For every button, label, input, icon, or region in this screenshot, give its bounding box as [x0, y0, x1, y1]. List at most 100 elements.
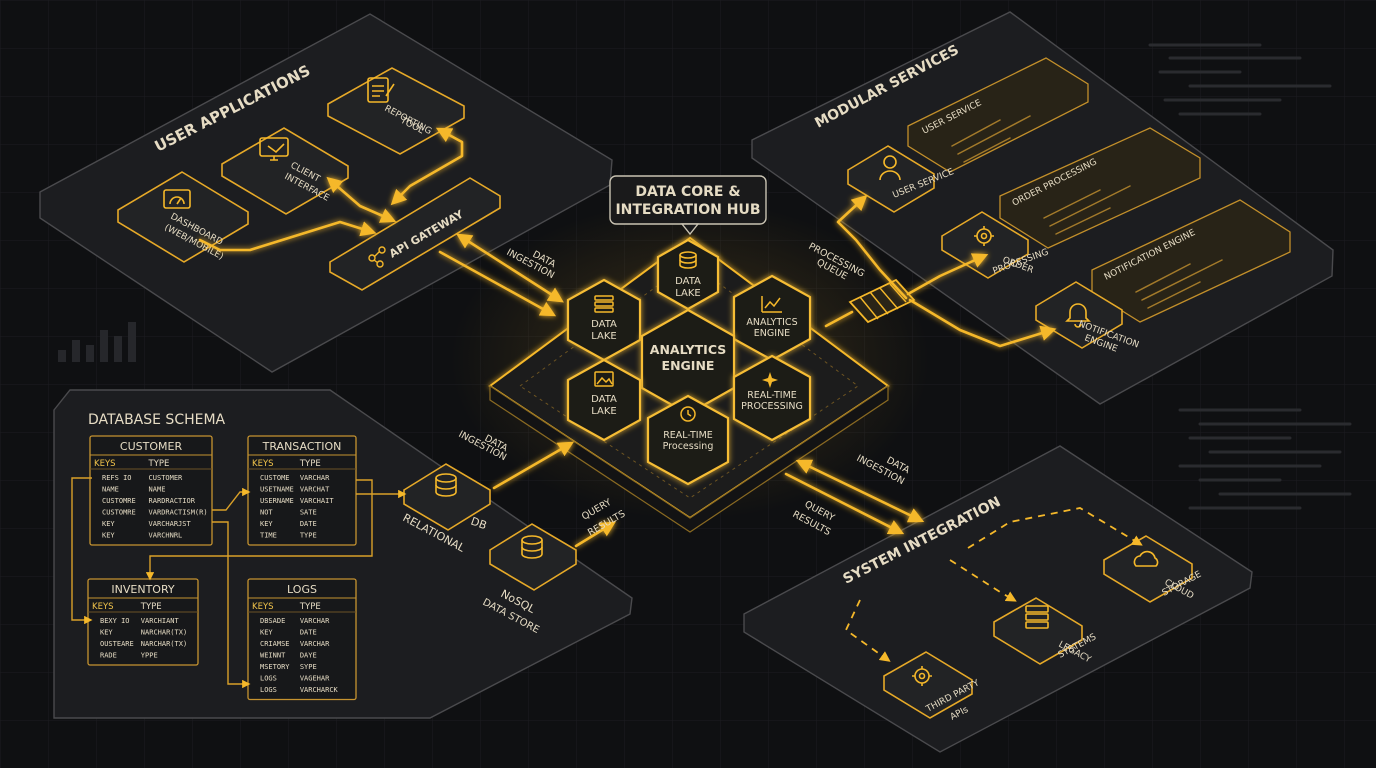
server-icon [1025, 605, 1049, 629]
code-lines-3 [1135, 259, 1223, 309]
table-cell-type: DATE [300, 629, 317, 637]
code-card-user-service [907, 57, 1089, 173]
table-cell-key: CUSTOME [260, 474, 290, 482]
table-cell-type: VARDRACTISM(R) [149, 509, 208, 517]
hex-upper-right-line1: ANALYTICS [746, 317, 797, 328]
hex-data-lake-lower-left[interactable] [566, 358, 642, 442]
nosql-db-node[interactable] [489, 523, 577, 591]
bell-icon [1065, 303, 1091, 328]
notification-engine-node[interactable] [1035, 281, 1123, 349]
hex-upper-right-line2: ENGINE [754, 328, 790, 339]
hex-upper-left-line1: DATA [591, 319, 617, 330]
table-cell-key: REFS IO [102, 474, 132, 482]
database-schema-title: DATABASE SCHEMA [88, 412, 226, 428]
table-cell-key: TIME [260, 532, 277, 540]
table-cell-key: USERNAME [260, 497, 294, 505]
timer-icon [680, 406, 696, 422]
table-cell-key: NAME [102, 486, 119, 494]
table-cell-type: YPPE [141, 652, 158, 660]
table-cell-type: VARCHARJST [149, 520, 192, 528]
code-lines-1 [951, 115, 1031, 163]
hex-upper-left-line2: LAKE [591, 331, 617, 342]
legacy-systems-node[interactable] [993, 597, 1083, 665]
table-col-type: TYPE [140, 602, 162, 612]
table-cell-type: NAME [149, 486, 166, 494]
third-party-apis-node[interactable] [883, 651, 973, 719]
core-title-callout: DATA CORE & INTEGRATION HUB [609, 175, 767, 236]
background-code-decoration [1148, 43, 1352, 510]
cloud-storage-node[interactable] [1103, 535, 1193, 603]
table-cell-key: RADE [100, 652, 117, 660]
dashboard-icon [163, 189, 191, 209]
sparkle-icon [762, 372, 778, 388]
code-lines-2 [1043, 185, 1131, 235]
stack-icon [594, 295, 614, 313]
user-service-node[interactable] [847, 145, 935, 213]
table-cell-type: RARDRACTIOR [149, 497, 196, 505]
image-icon [594, 371, 614, 387]
table-title: INVENTORY [111, 583, 174, 596]
table-cell-key: CUSTOMRE [102, 509, 136, 517]
chart-icon [761, 296, 782, 313]
table-cell-type: NARCHAR(TX) [141, 640, 187, 648]
table-cell-type: VARCHARCK [300, 686, 339, 694]
table-cell-key: DBSADE [260, 617, 285, 625]
relational-db-label: DB [469, 515, 489, 533]
table-cell-key: KEY [102, 520, 115, 528]
table-col-type: TYPE [148, 459, 170, 469]
flow-lines [198, 127, 1057, 548]
table-cell-type: VARCHAT [300, 486, 330, 494]
database-icon [435, 473, 457, 497]
gear-icon [912, 666, 932, 686]
table-cell-type: SATE [300, 509, 317, 517]
hex-center-line2: ENGINE [662, 358, 715, 373]
background-bar-decoration [58, 322, 136, 362]
table-title: LOGS [287, 583, 317, 596]
table-col-keys: KEYS [252, 459, 274, 469]
hex-real-time-processing-bottom[interactable] [646, 394, 730, 486]
table-cell-type: CUSTOMER [149, 474, 184, 482]
hex-lower-right-line1: REAL-TIME [747, 390, 797, 401]
table-cell-key: OUSTEARE [100, 640, 134, 648]
system-integration-panel [743, 445, 1253, 753]
core-title-line1: DATA CORE & [635, 184, 740, 200]
dashboard-node[interactable] [117, 171, 249, 263]
table-cell-type: VARCHAR [300, 474, 330, 482]
relational-db-node[interactable] [403, 463, 491, 531]
table-cell-key: WEINNT [260, 652, 286, 660]
report-icon [367, 77, 395, 103]
core-title-line2: INTEGRATION HUB [615, 202, 760, 218]
hex-top-line1: DATA [675, 276, 701, 287]
table-cell-type: DAYE [300, 652, 317, 660]
table-col-keys: KEYS [252, 602, 274, 612]
hex-lower-right-line2: PROCESSING [741, 401, 803, 412]
table-cell-key: CRIAMSE [260, 640, 290, 648]
table-cell-key: KEY [100, 629, 113, 637]
table-cell-type: VARCHNRL [149, 532, 183, 540]
core-platform-edge [489, 384, 889, 533]
table-cell-type: VARCHAIT [300, 497, 335, 505]
table-cell-type: VARCHAR [300, 640, 330, 648]
network-icon [368, 246, 386, 268]
table-cell-key: CUSTOMRE [102, 497, 136, 505]
table-cell-key: MSETORY [260, 663, 290, 671]
table-col-type: TYPE [299, 459, 321, 469]
table-cell-type: VARCHIANT [141, 617, 180, 625]
table-cell-type: DATE [300, 520, 317, 528]
table-cell-type: TYPE [300, 532, 317, 540]
code-card-order-processing [999, 127, 1201, 249]
table-cell-key: KEY [260, 520, 273, 528]
table-cell-type: VAGEHAR [300, 675, 330, 683]
table-col-keys: KEYS [92, 602, 114, 612]
table-cell-key: NOT [260, 509, 273, 517]
api-gateway-node[interactable] [329, 177, 501, 291]
hex-real-time-processing-lower-right[interactable] [732, 354, 812, 442]
order-processing-node[interactable] [941, 211, 1029, 279]
